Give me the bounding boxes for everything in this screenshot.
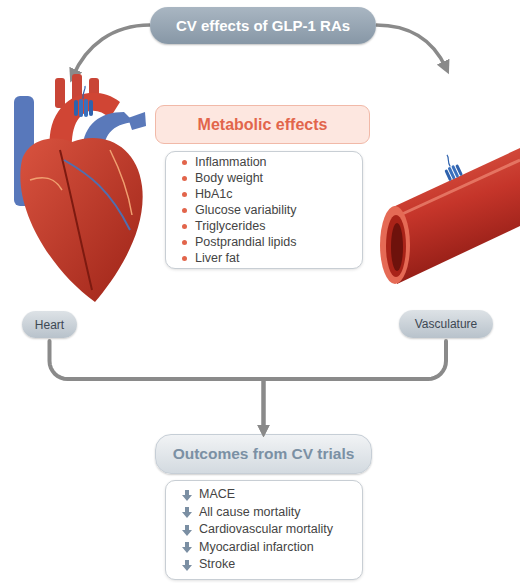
text-row: Glucose variability [182, 202, 296, 218]
bullet-dot [182, 240, 187, 245]
label-pill: Heart [22, 311, 77, 338]
bracket-connector [264, 341, 447, 431]
text-row: Vasculature [415, 316, 477, 332]
text-row: Stroke [182, 556, 235, 574]
bullet-dot [182, 224, 187, 229]
list-item: Triglycerides [195, 218, 265, 234]
bullet-dot [182, 192, 187, 197]
curved-arrow [376, 25, 446, 68]
text-row: Liver fat [182, 250, 239, 266]
down-arrow-icon [182, 490, 192, 501]
list-item: Myocardial infarction [199, 539, 314, 557]
text-row: CV effects of GLP-1 RAs [176, 18, 350, 34]
text-row: Myocardial infarction [182, 539, 314, 557]
node-label: Heart [35, 317, 64, 333]
bullet-dot [182, 208, 187, 213]
list-item: MACE [199, 486, 235, 504]
list-item: Cardiovascular mortality [199, 521, 333, 539]
heart-illustration [14, 74, 146, 302]
text-row: MACE [182, 486, 235, 504]
down-arrow-icon [182, 542, 192, 553]
list-item: Liver fat [195, 250, 239, 266]
bullet-dot [182, 160, 187, 165]
list-item: Body weight [195, 170, 263, 186]
text-row: HbA1c [182, 186, 233, 202]
bullet-dot [182, 256, 187, 261]
list-item: Stroke [199, 556, 235, 574]
label-pill: Vasculature [399, 310, 493, 338]
list-item: Inflammation [195, 154, 267, 170]
list-item: Postprandial lipids [195, 234, 296, 250]
section-header: Metabolic effects [155, 105, 370, 144]
curved-arrow [73, 25, 150, 76]
node-label: CV effects of GLP-1 RAs [176, 18, 350, 34]
text-row: Postprandial lipids [182, 234, 296, 250]
text-row: Cardiovascular mortality [182, 521, 333, 539]
outcome-list: MACEAll cause mortalityCardiovascular mo… [165, 480, 363, 580]
list-item: All cause mortality [199, 504, 300, 522]
text-row: Inflammation [182, 154, 267, 170]
down-arrow-icon [182, 525, 192, 536]
text-row: Metabolic effects [198, 117, 328, 133]
bullet-list: InflammationBody weightHbA1cGlucose vari… [165, 151, 363, 269]
text-row: All cause mortality [182, 504, 300, 522]
text-row: Triglycerides [182, 218, 265, 234]
node-label: Metabolic effects [198, 117, 328, 133]
node-label: Outcomes from CV trials [173, 446, 355, 462]
text-row: Body weight [182, 170, 263, 186]
text-row: Heart [35, 317, 64, 333]
bracket-connector [50, 341, 264, 431]
down-arrow-icon [182, 507, 192, 518]
text-row: Outcomes from CV trials [173, 446, 355, 462]
list-item: HbA1c [195, 186, 233, 202]
header-pill: CV effects of GLP-1 RAs [150, 7, 376, 44]
node-label: Vasculature [415, 316, 477, 332]
down-arrow-icon [182, 560, 192, 571]
section-header: Outcomes from CV trials [155, 434, 372, 474]
list-item: Glucose variability [195, 202, 296, 218]
bullet-dot [182, 176, 187, 181]
vessel-illustration [380, 148, 520, 284]
